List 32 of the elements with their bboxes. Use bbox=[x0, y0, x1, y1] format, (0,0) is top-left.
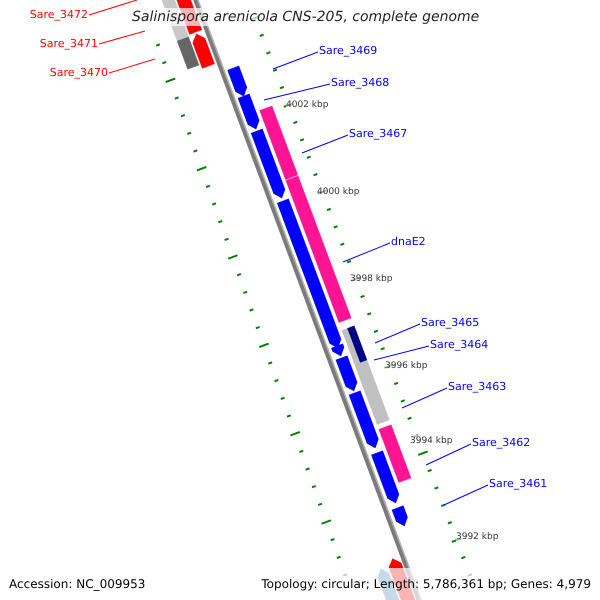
leader-line bbox=[402, 388, 448, 408]
leader-line bbox=[426, 444, 472, 466]
position-label: 3994 kbp bbox=[410, 435, 452, 447]
position-label: 3992 kbp bbox=[456, 531, 498, 543]
position-label: 4002 kbp bbox=[286, 99, 328, 111]
gene-label: Sare_3462 bbox=[472, 435, 530, 451]
gene-label: Sare_3461 bbox=[489, 476, 548, 492]
gene-label: dnaE2 bbox=[391, 234, 426, 250]
gene-label: Sare_3472 bbox=[30, 7, 88, 23]
gene-label: Sare_3467 bbox=[349, 126, 408, 142]
leader-line bbox=[342, 242, 390, 262]
position-label: 3996 kbp bbox=[385, 360, 428, 372]
leader-line bbox=[374, 324, 420, 344]
leader-line bbox=[272, 52, 318, 70]
gene-label: Sare_3464 bbox=[430, 337, 488, 353]
footer-text: Topology: circular; Length: 5,786,361 bp; Genes: 4,979 bbox=[261, 576, 591, 593]
footer-text: Accession: NC_009953 bbox=[9, 576, 146, 593]
gene-label: Sare_3469 bbox=[319, 43, 378, 59]
leader-line bbox=[108, 58, 156, 74]
gene-label: Sare_3465 bbox=[421, 315, 480, 331]
gene-label: Sare_3468 bbox=[331, 75, 390, 91]
position-label: 3998 kbp bbox=[350, 273, 392, 285]
gene-label: Sare_3463 bbox=[448, 379, 506, 395]
leader-line bbox=[302, 134, 348, 154]
position-label: 4000 kbp bbox=[317, 186, 360, 198]
leader-line bbox=[374, 346, 430, 360]
gene-label: Sare_3471 bbox=[40, 36, 98, 52]
leader-line bbox=[98, 30, 146, 44]
leader-line bbox=[88, 0, 138, 16]
leader-line bbox=[444, 484, 488, 506]
leader-line bbox=[264, 84, 330, 100]
gene-label: Sare_3470 bbox=[50, 65, 108, 81]
